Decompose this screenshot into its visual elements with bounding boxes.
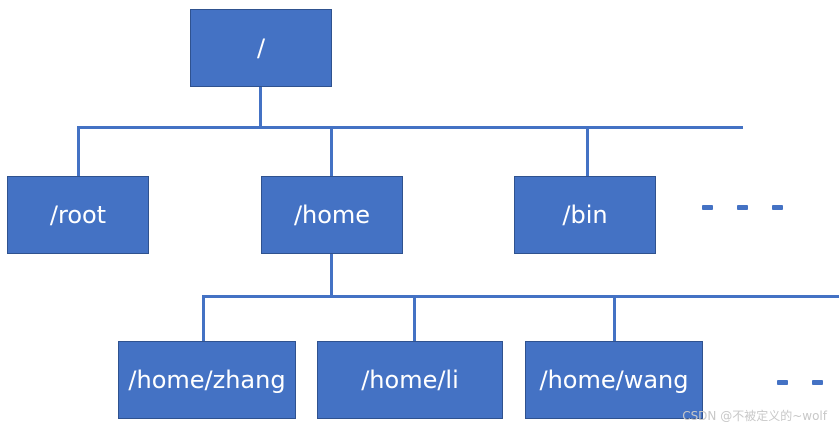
connector-home-down <box>330 253 333 297</box>
ellipsis-dot <box>772 205 783 210</box>
connector-root-to-root-dir <box>77 126 80 177</box>
connector-home-to-zhang <box>202 295 205 342</box>
ellipsis-dot <box>702 205 713 210</box>
ellipsis-dot <box>777 380 788 385</box>
node-bin-label: /bin <box>562 201 608 229</box>
ellipsis-dot <box>737 205 748 210</box>
connector-root-to-bin <box>586 126 589 177</box>
node-home: /home <box>261 176 403 254</box>
connector-level1-horizontal <box>77 126 743 129</box>
node-home-label: /home <box>293 201 371 229</box>
node-root: / <box>190 9 332 87</box>
node-bin: /bin <box>514 176 656 254</box>
connector-home-to-li <box>413 295 416 342</box>
ellipsis-dot <box>812 380 823 385</box>
connector-root-down <box>259 86 262 128</box>
node-home-li: /home/li <box>317 341 503 419</box>
node-home-li-label: /home/li <box>361 366 459 394</box>
connector-home-to-wang <box>613 295 616 342</box>
watermark: CSDN @不被定义的~wolf <box>682 409 827 423</box>
connector-root-to-home <box>330 126 333 177</box>
node-home-wang: /home/wang <box>525 341 703 419</box>
node-root-dir: /root <box>7 176 149 254</box>
node-root-label: / <box>256 34 266 62</box>
node-home-zhang-label: /home/zhang <box>128 366 286 394</box>
node-home-zhang: /home/zhang <box>118 341 296 419</box>
node-root-dir-label: /root <box>49 201 107 229</box>
node-home-wang-label: /home/wang <box>539 366 689 394</box>
connector-level2-horizontal <box>202 295 839 298</box>
